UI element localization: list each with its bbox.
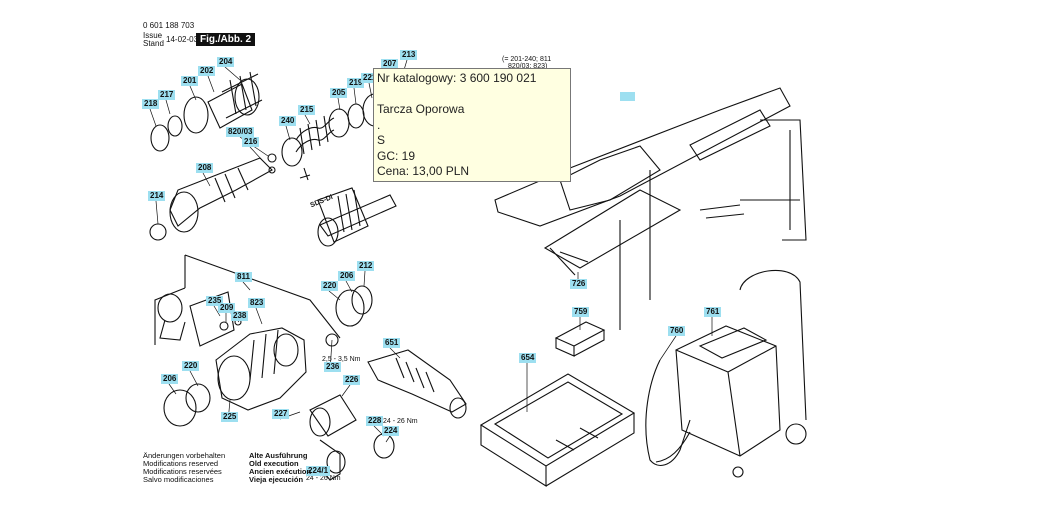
part-label-205[interactable]: 205: [330, 88, 348, 98]
footer-mid-1: Old execution: [249, 459, 299, 468]
part-label-760[interactable]: 760: [668, 326, 686, 336]
part-label-238[interactable]: 238: [231, 311, 249, 321]
footer-left-0: Änderungen vorbehalten: [143, 451, 226, 460]
part-label-226[interactable]: 226: [343, 375, 361, 385]
doc-number: 0 601 188 703: [143, 21, 195, 30]
part-label-216[interactable]: 216: [242, 137, 260, 147]
footer-left-3: Salvo modificaciones: [143, 475, 214, 484]
part-label-212[interactable]: 212: [357, 261, 375, 271]
highlight-marker: [620, 92, 635, 101]
part-label-217[interactable]: 217: [158, 90, 176, 100]
case-drawing: [479, 373, 636, 487]
part-label-208[interactable]: 208: [196, 163, 214, 173]
stand-label: Stand: [143, 39, 164, 48]
part-label-227[interactable]: 227: [272, 409, 290, 419]
part-label-202[interactable]: 202: [198, 66, 216, 76]
part-label-224[interactable]: 224: [382, 426, 400, 436]
part-label-654[interactable]: 654: [519, 353, 537, 363]
torque-note-a: 2,5 - 3,5 Nm: [322, 356, 361, 363]
part-label-811[interactable]: 811: [235, 272, 252, 282]
gearbox-assembly-drawing: [154, 254, 467, 481]
part-label-759[interactable]: 759: [572, 307, 590, 317]
part-label-206[interactable]: 206: [161, 374, 179, 384]
range-note-a: (= 201-240; 811: [502, 56, 552, 63]
part-label-201[interactable]: 201: [181, 76, 199, 86]
part-label-206[interactable]: 206: [338, 271, 356, 281]
part-label-221[interactable]: 221: [361, 73, 379, 83]
tooltip-gc: GC: 19: [377, 148, 416, 163]
part-label-823[interactable]: 823: [248, 298, 266, 308]
part-info-tooltip: Nr katalogowy: 3 600 190 021 Tarcza Opor…: [373, 68, 571, 182]
issue-label: Issue: [143, 31, 163, 40]
footer-mid-3: Vieja ejecución: [249, 475, 304, 484]
part-label-220[interactable]: 220: [182, 361, 200, 371]
part-label-213[interactable]: 213: [400, 50, 418, 60]
part-label-820-03[interactable]: 820/03: [226, 127, 255, 137]
part-label-220[interactable]: 220: [321, 281, 339, 291]
chuck-assembly-drawing: [149, 71, 397, 247]
part-label-219[interactable]: 219: [347, 78, 365, 88]
drill-rig-drawing: [494, 87, 807, 466]
part-label-218[interactable]: 218: [142, 99, 160, 109]
tooltip-blank-line: [377, 87, 567, 103]
part-label-204[interactable]: 204: [217, 57, 235, 67]
part-label-225[interactable]: 225: [221, 412, 239, 422]
part-label-651[interactable]: 651: [383, 338, 401, 348]
tooltip-unit: S: [377, 133, 386, 147]
tooltip-price: Cena: 13,00 PLN: [377, 164, 470, 178]
part-label-240[interactable]: 240: [279, 116, 297, 126]
part-label-215[interactable]: 215: [298, 105, 316, 115]
torque-note-b: 24 - 26 Nm: [383, 418, 418, 425]
footer-left-2: Modifications reservées: [143, 467, 222, 476]
part-label-214[interactable]: 214: [148, 191, 166, 201]
part-label-236[interactable]: 236: [324, 362, 342, 372]
part-label-235[interactable]: 235: [206, 296, 224, 306]
tooltip-catalog-number: Nr katalogowy: 3 600 190 021: [377, 71, 537, 85]
part-label-224-1[interactable]: 224/1: [306, 466, 331, 476]
part-label-726[interactable]: 726: [570, 279, 588, 289]
tooltip-part-name: Tarcza Oporowa: [377, 102, 465, 116]
footer-mid-2: Ancien exécution: [249, 467, 312, 476]
part-label-209[interactable]: 209: [218, 303, 236, 313]
bit-box-drawing: [554, 321, 606, 357]
footer-mid-0: Alte Ausführung: [249, 451, 308, 460]
figure-label: Fig./Abb. 2: [196, 33, 256, 46]
tooltip-dot: .: [377, 117, 381, 132]
footer-left-1: Modifications reserved: [143, 459, 219, 468]
part-label-207[interactable]: 207: [381, 59, 399, 69]
torque-note-c: 24 - 26 Nm: [306, 475, 341, 482]
range-note-b: 820/03; 823): [508, 63, 548, 70]
part-label-761[interactable]: 761: [704, 307, 722, 317]
issue-date: 14-02-03: [166, 35, 199, 44]
part-label-228[interactable]: 228: [366, 416, 384, 426]
vacuum-drawing: [655, 269, 807, 478]
